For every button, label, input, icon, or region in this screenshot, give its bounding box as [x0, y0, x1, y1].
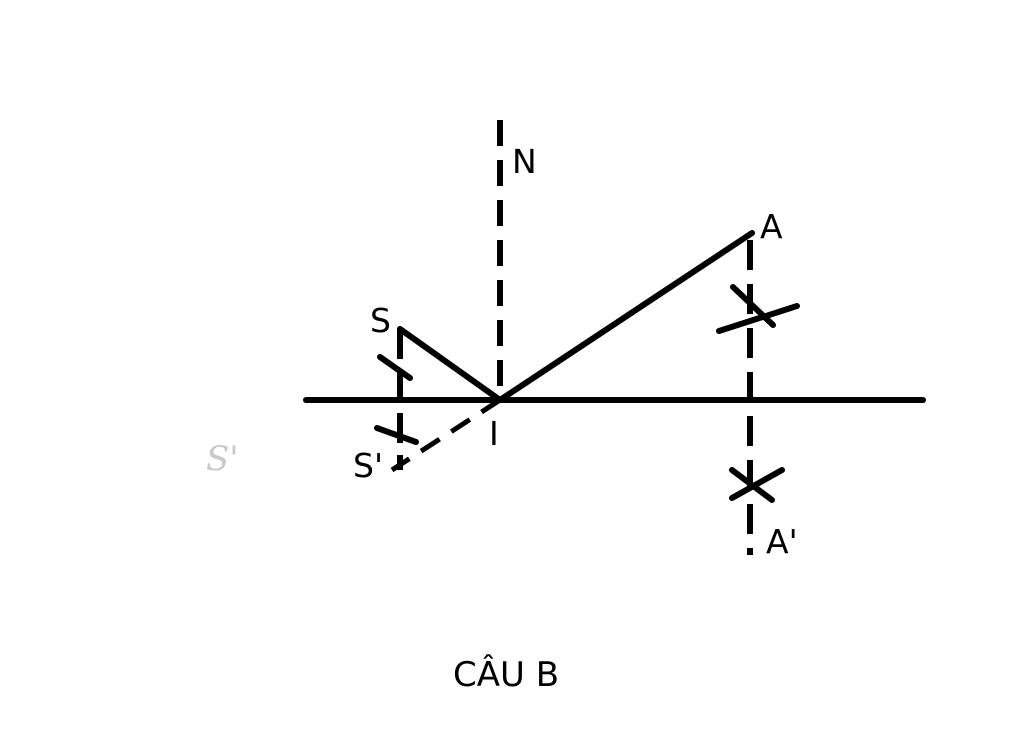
s-equal-tick-upper: [377, 354, 413, 381]
label-i: I: [489, 414, 499, 453]
label-s: S: [370, 301, 391, 340]
incident-ray: [397, 326, 503, 403]
label-a-prime: A': [766, 522, 798, 561]
a-cross-upper-2: [716, 303, 800, 334]
label-s-prime-ghost: S': [206, 439, 239, 479]
diagram-caption: CÂU B: [453, 654, 559, 695]
label-a: A: [760, 207, 783, 246]
label-n: N: [512, 142, 537, 181]
label-s-prime: S': [353, 446, 383, 485]
s-equal-tick-lower: [374, 425, 419, 445]
a-cross-lower-2: [729, 467, 785, 501]
reflected-ray: [497, 230, 755, 403]
virtual-ray-extension: [390, 397, 502, 473]
